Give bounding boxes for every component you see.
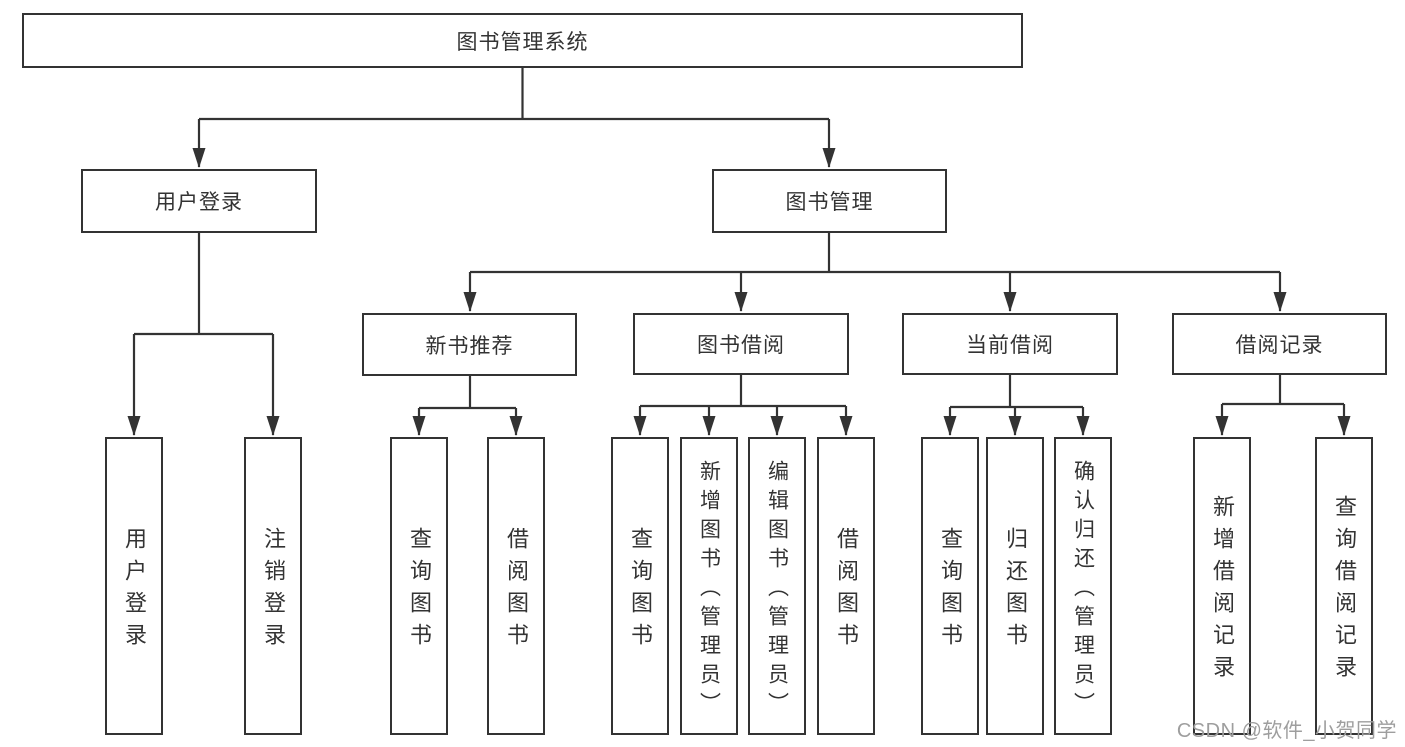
node-user-login-label: 用户登录: [155, 191, 243, 214]
leaf-logout: 注销登录: [244, 437, 302, 735]
leaf-add-books-admin: 新增图书（管理员）: [680, 437, 738, 735]
node-user-login: 用户登录: [81, 169, 317, 233]
leaf-return-books: 归还图书: [986, 437, 1044, 735]
node-book-borrow: 图书借阅: [633, 313, 849, 375]
leaf-query-books-3-label: 查询图书: [938, 527, 963, 655]
node-root: 图书管理系统: [22, 13, 1023, 68]
leaf-user-login-label: 用户登录: [122, 527, 147, 655]
leaf-query-borrow-record: 查询借阅记录: [1315, 437, 1373, 735]
node-borrow-records: 借阅记录: [1172, 313, 1387, 375]
leaf-edit-books-admin-label: 编辑图书（管理员）: [765, 459, 789, 721]
leaf-borrow-books-1-label: 借阅图书: [504, 527, 529, 655]
leaf-add-borrow-record: 新增借阅记录: [1193, 437, 1251, 735]
leaf-user-login: 用户登录: [105, 437, 163, 735]
node-book-management-label: 图书管理: [785, 191, 874, 214]
node-new-book-recommend: 新书推荐: [362, 313, 577, 376]
leaf-add-books-admin-label: 新增图书（管理员）: [697, 459, 721, 721]
csdn-watermark: CSDN @软件_小贺同学: [1176, 720, 1397, 742]
leaf-query-books-2: 查询图书: [611, 437, 669, 735]
leaf-query-books-3: 查询图书: [921, 437, 979, 735]
leaf-query-books-1: 查询图书: [390, 437, 448, 735]
leaf-confirm-return-admin-label: 确认归还（管理员）: [1071, 459, 1095, 721]
leaf-query-borrow-record-label: 查询借阅记录: [1332, 495, 1357, 687]
leaf-return-books-label: 归还图书: [1003, 527, 1028, 655]
node-root-label: 图书管理系统: [456, 30, 589, 54]
node-book-borrow-label: 图书借阅: [697, 334, 785, 357]
node-current-borrow: 当前借阅: [902, 313, 1118, 375]
leaf-confirm-return-admin: 确认归还（管理员）: [1054, 437, 1112, 735]
leaf-borrow-books-2-label: 借阅图书: [834, 527, 859, 655]
leaf-logout-label: 注销登录: [261, 527, 286, 655]
leaf-query-books-1-label: 查询图书: [407, 527, 432, 655]
leaf-edit-books-admin: 编辑图书（管理员）: [748, 437, 806, 735]
node-current-borrow-label: 当前借阅: [966, 334, 1054, 357]
leaf-borrow-books-1: 借阅图书: [487, 437, 545, 735]
leaf-borrow-books-2: 借阅图书: [817, 437, 875, 735]
node-new-book-recommend-label: 新书推荐: [425, 334, 514, 358]
node-book-management: 图书管理: [712, 169, 947, 233]
leaf-query-books-2-label: 查询图书: [628, 527, 653, 655]
leaf-add-borrow-record-label: 新增借阅记录: [1210, 495, 1235, 687]
node-borrow-records-label: 借阅记录: [1235, 334, 1324, 357]
